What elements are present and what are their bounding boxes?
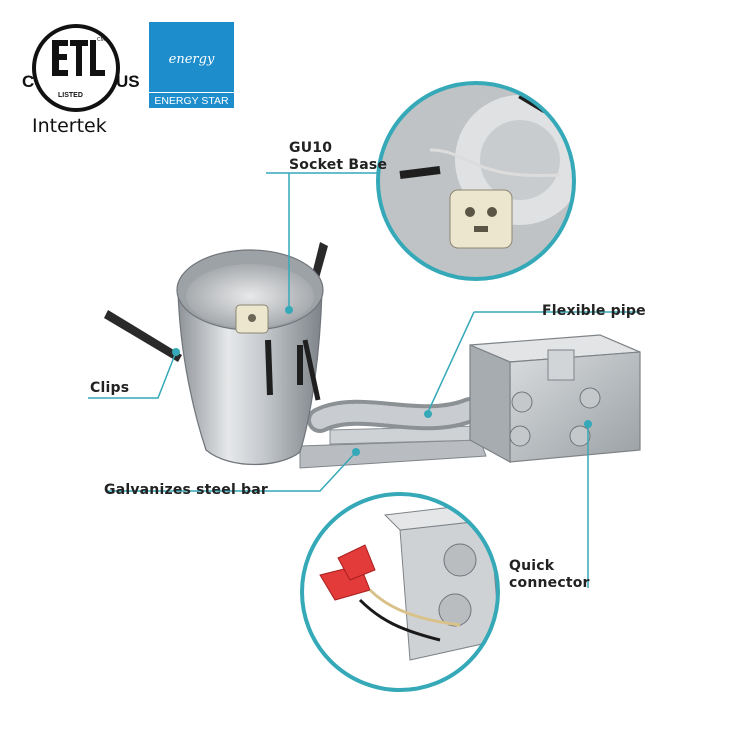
energy-script: energy: [168, 52, 215, 67]
bar-dot: [352, 448, 360, 456]
gu10-label: GU10 Socket Base: [289, 140, 387, 174]
socket-closeup: [376, 81, 576, 281]
flexible-pipe-label: Flexible pipe: [542, 303, 646, 319]
quick-connector-label: Quick connector: [509, 558, 590, 592]
gu10-label-line2: Socket Base: [289, 157, 388, 173]
connector-dot: [584, 420, 592, 428]
etl-cm-text: CM: [97, 37, 105, 43]
recessed-can: [176, 249, 324, 465]
steel-bar-label: Galvanizes steel bar: [104, 482, 268, 498]
callout-lines: [88, 172, 638, 588]
etl-logo: [32, 24, 120, 112]
connector-closeup: [300, 492, 500, 692]
junction-box: [469, 334, 641, 464]
energy-star-label: ENERGY STAR: [149, 92, 234, 107]
etl-us-mark: US: [116, 72, 140, 91]
clips-label: Clips: [90, 380, 130, 396]
energy-star-badge: energy ENERGY STAR: [149, 22, 234, 108]
callout-dots: [172, 306, 592, 456]
gu10-label-line1: GU10: [289, 140, 333, 156]
etl-c-mark: C: [22, 72, 35, 91]
quick-connector-line1: Quick: [509, 558, 555, 574]
gu10-dot: [285, 306, 293, 314]
clips-line: [88, 351, 177, 399]
intertek-wordmark: Intertek: [32, 115, 107, 137]
etl-listed-text: LISTED: [58, 92, 83, 99]
flexible-pipe: [307, 397, 483, 433]
clips-dot: [172, 348, 180, 356]
pipe-dot: [424, 410, 432, 418]
pipe-line-diag: [427, 311, 475, 413]
quick-connector-line2: connector: [509, 575, 590, 591]
steel-bar: [299, 425, 487, 469]
bar-line: [106, 451, 357, 492]
